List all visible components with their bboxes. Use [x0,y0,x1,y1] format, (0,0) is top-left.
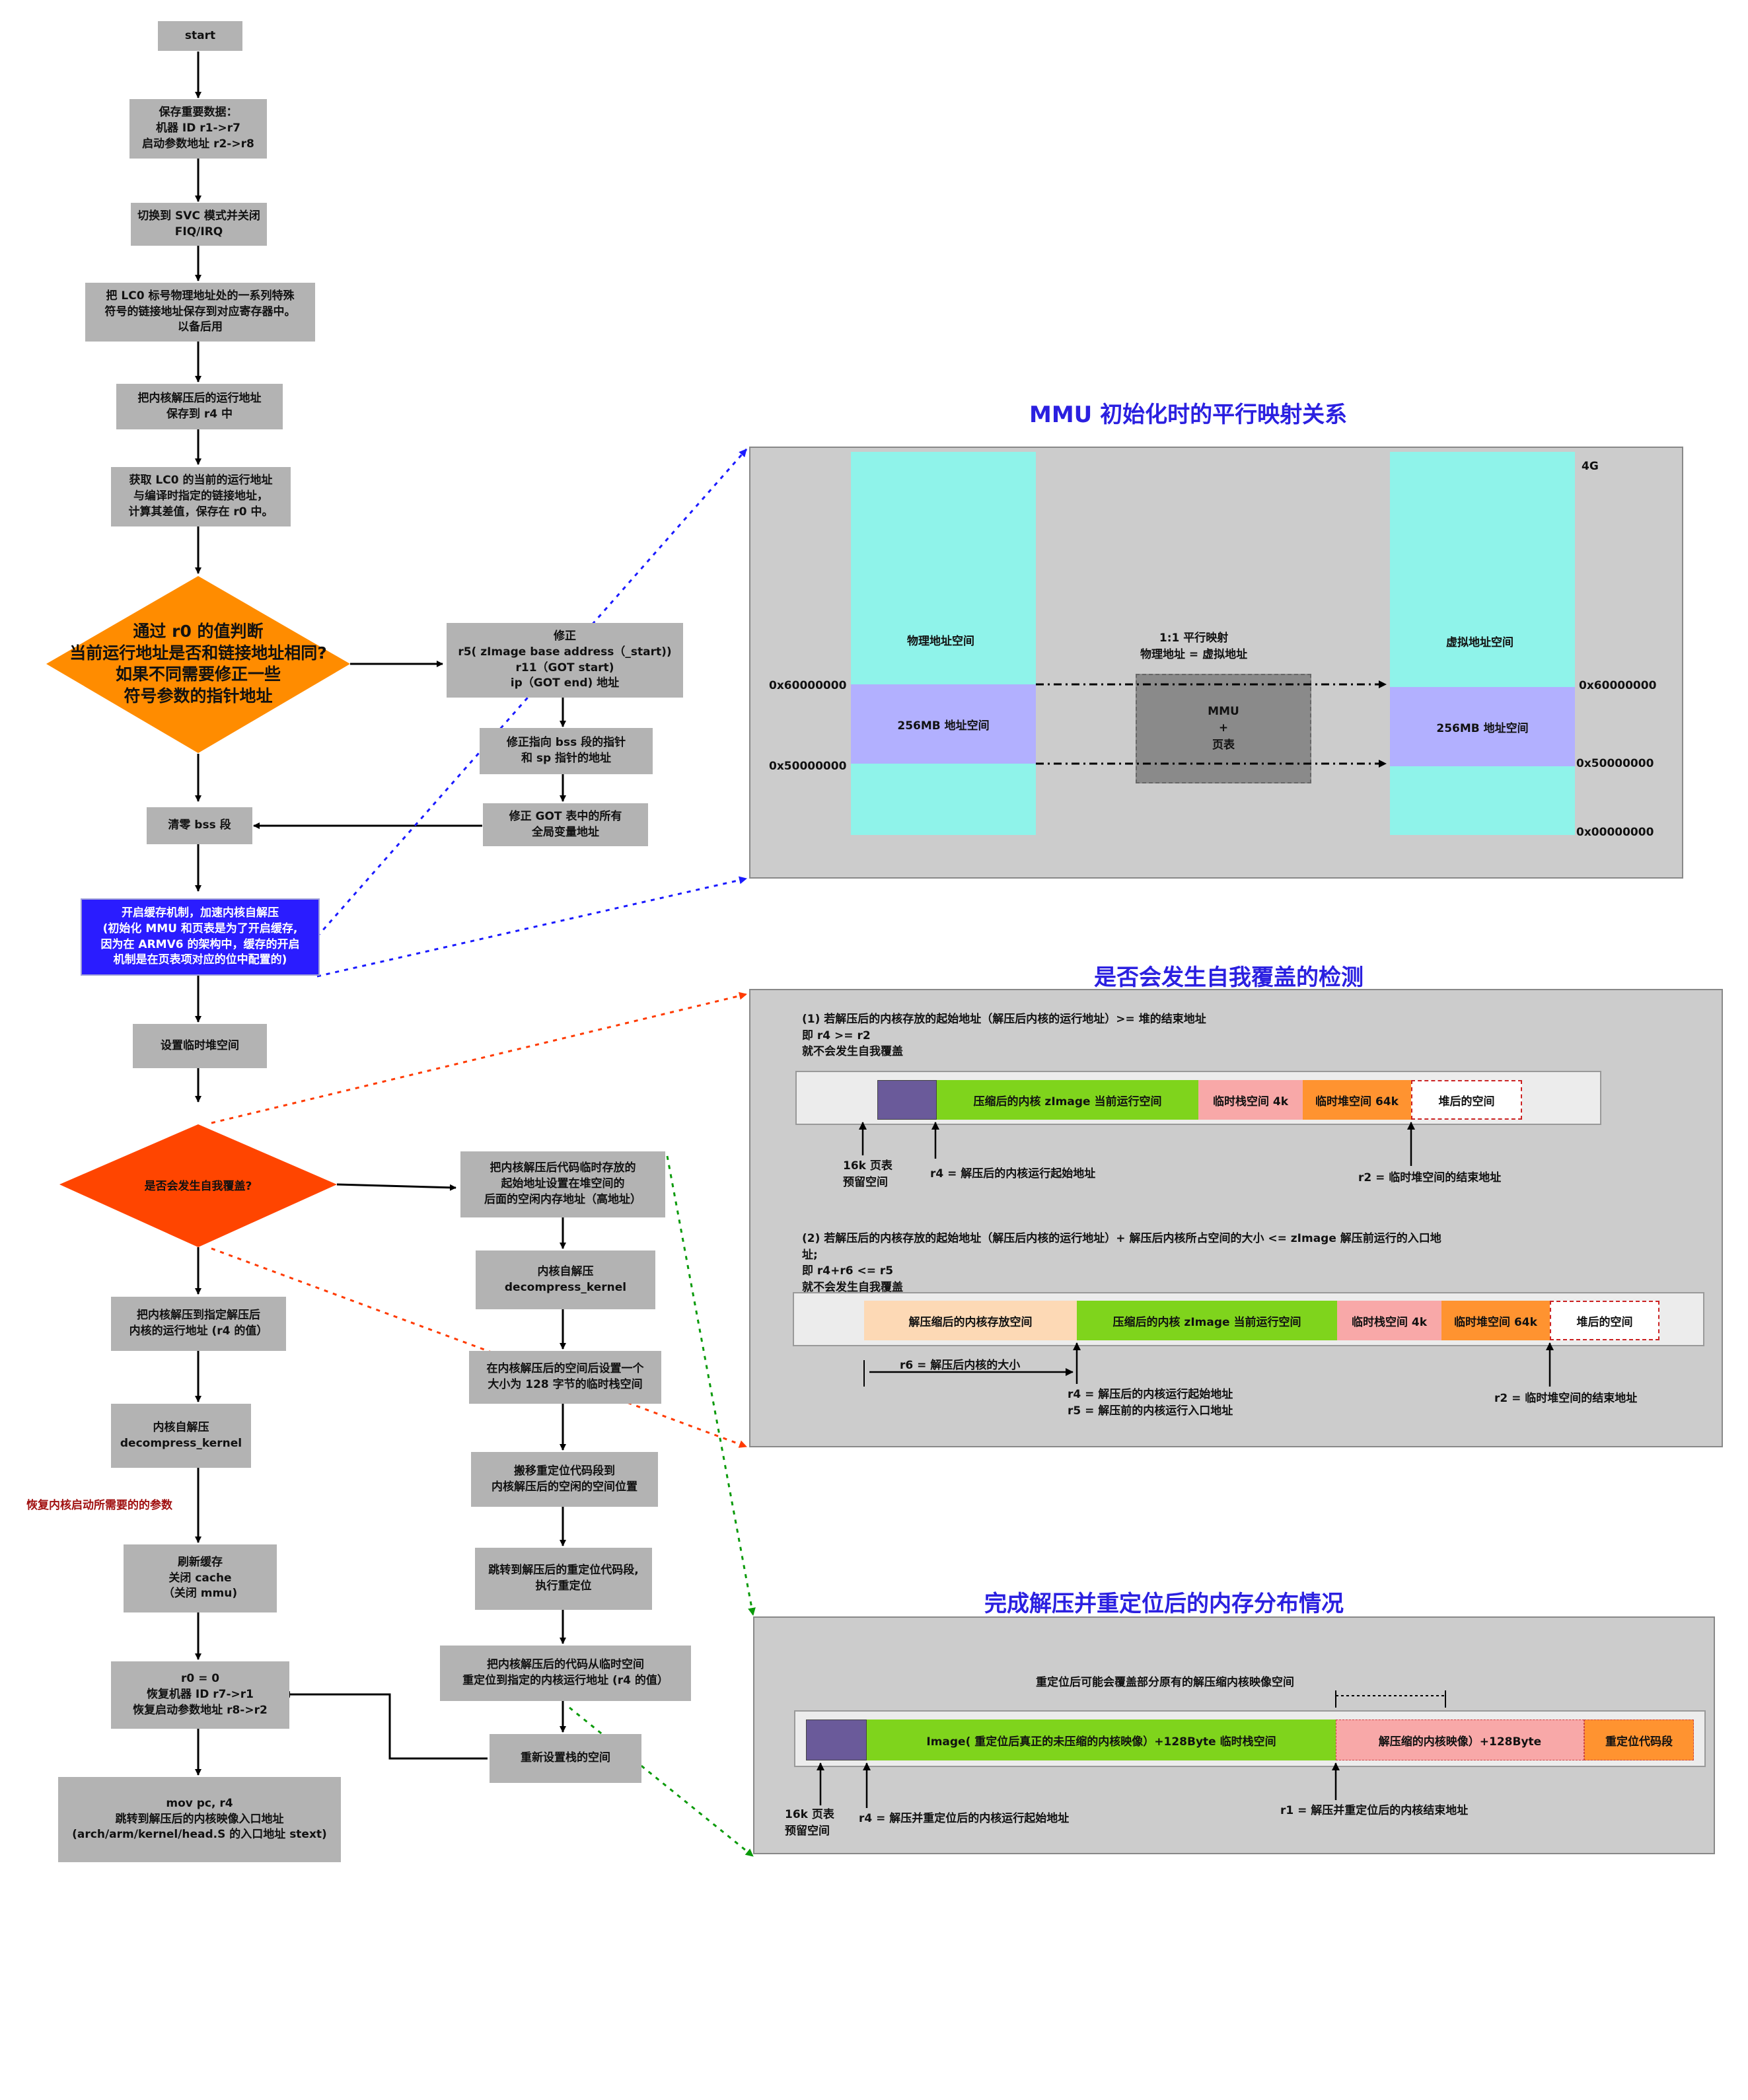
set-heap-node: 设置临时堆空间 [133,1024,267,1068]
flow-arrows [195,52,566,1776]
virtual-space-column [1390,452,1575,835]
overlap-panel-title: 是否会发生自我覆盖的检测 [1094,964,1364,991]
final-r1-label: r1 = 解压并重定位后的内核结束地址 [1280,1804,1469,1817]
reset-stack-node: 重新设置栈的空间 [490,1734,641,1783]
reloc-kernel-node: 把内核解压后的代码从临时空间 重定位到指定的内核运行地址 (r4 的值） [440,1646,691,1701]
restore-regs-node: r0 = 0 恢复机器 ID r7->r1 恢复启动参数地址 r8->r2 [111,1661,289,1729]
final-page-table-block [806,1720,867,1760]
case1-heap-band: 临时堆空间 64k [1303,1080,1411,1120]
r0-decision-diamond [46,576,350,753]
overlap-link-arrows [211,992,747,1448]
virtual-256mb-band: 256MB 地址空间 [1390,687,1575,766]
restore-params-note: 恢复内核启动所需要的的参数 [26,1499,172,1512]
final-image-band: Image( 重定位后真正的未压缩的内核映像）+128Byte 临时栈空间 [867,1720,1336,1760]
mapping-description: 1:1 平行映射 物理地址 = 虚拟地址 [1140,632,1248,661]
flush-cache-node: 刷新缓存 关闭 cache （关闭 mmu) [124,1544,277,1612]
mmu-pagetable-box: MMU + 页表 [1136,674,1311,783]
lc0-save-node: 把 LC0 标号物理地址处的一系列特殊 符号的链接地址保存到对应寄存器中。 以备… [85,283,315,342]
final-panel-title: 完成解压并重定位后的内存分布情况 [984,1591,1344,1617]
set-temp-addr-node: 把内核解压后代码临时存放的 起始地址设置在堆空间的 后面的空闲内存地址（高地址） [460,1151,665,1217]
case2-r6-label: r6 = 解压后内核的大小 [900,1359,1021,1372]
save-data-node: 保存重要数据： 机器 ID r1->r7 启动参数地址 r2->r8 [129,99,267,159]
start-node: start [158,21,242,51]
final-r4-label: r4 = 解压并重定位后的内核运行起始地址 [859,1812,1070,1825]
physical-space-label: 物理地址空间 [907,635,974,648]
final-reloc-band: 重定位代码段 [1584,1720,1694,1760]
case1-r4-label: r4 = 解压后的内核运行起始地址 [930,1167,1096,1180]
mmu-panel: 物理地址空间 虚拟地址空间 256MB 地址空间 256MB 地址空间 4G 0… [749,447,1683,879]
overlap-panel: (1) 若解压后的内核存放的起始地址（解压后内核的运行地址）>= 堆的结束地址 … [749,989,1723,1447]
jump-reloc-node: 跳转到解压后的重定位代码段, 执行重定位 [475,1548,652,1610]
jump-kernel-node: mov pc, r4 跳转到解压后的内核映像入口地址 (arch/arm/ker… [58,1777,341,1862]
case2-after-heap-band: 堆后的空间 [1550,1301,1659,1340]
overlap-decision-diamond [59,1124,337,1247]
final-layout-arrows [569,1155,756,1858]
left-addr-0x60000000: 0x60000000 [769,679,847,692]
decompress-left-node: 内核自解压 decompress_kernel [111,1404,251,1468]
svc-mode-node: 切换到 SVC 模式并关闭 FIQ/IRQ [131,203,267,246]
physical-space-column [851,452,1036,835]
final-pointer-arrows [817,1690,1446,1808]
fix-bss-sp-node: 修正指向 bss 段的指针 和 sp 指针的地址 [480,728,653,774]
case2-description: (2) 若解压后的内核存放的起始地址（解压后内核的运行地址）+ 解压后内核所占空… [802,1232,1441,1294]
fix-regs-node: 修正 r5( zImage base address（_start)) r11（… [447,623,683,698]
case2-compressed-band: 压缩后的内核 zImage 当前运行空间 [1077,1301,1337,1340]
fix-got-node: 修正 GOT 表中的所有 全局变量地址 [483,803,648,846]
case2-heap-band: 临时堆空间 64k [1441,1301,1550,1340]
case2-decompressed-band: 解压缩后的内核存放空间 [864,1301,1077,1340]
clear-bss-node: 清零 bss 段 [147,807,252,844]
right-addr-0x00000000: 0x00000000 [1576,826,1654,839]
final-page-label: 16k 页表 预留空间 [785,1808,834,1838]
right-addr-0x50000000: 0x50000000 [1576,757,1654,770]
overlap-decision-label: 是否会发生自我覆盖? [144,1179,252,1193]
label-4g: 4G [1582,460,1599,473]
r0-decision-label: 通过 r0 的值判断 当前运行地址是否和链接地址相同? 如果不同需要修正一些 符… [69,622,327,706]
virtual-space-label: 虚拟地址空间 [1446,636,1513,649]
case1-compressed-band: 压缩后的内核 zImage 当前运行空间 [937,1080,1198,1120]
left-addr-0x50000000: 0x50000000 [769,760,847,773]
case2-stack-band: 临时栈空间 4k [1337,1301,1441,1340]
set-stack-128-node: 在内核解压后的空间后设置一个 大小为 128 字节的临时栈空间 [469,1351,661,1404]
enable-cache-node: 开启缓存机制，加速内核自解压 (初始化 MMU 和页表是为了开启缓存, 因为在 … [81,898,320,976]
case1-page-label: 16k 页表 预留空间 [843,1159,892,1189]
mmu-panel-title: MMU 初始化时的平行映射关系 [1029,402,1348,428]
case1-page-table-block [877,1080,937,1120]
case1-description: (1) 若解压后的内核存放的起始地址（解压后内核的运行地址）>= 堆的结束地址 … [802,1013,1206,1059]
right-addr-0x60000000: 0x60000000 [1579,679,1657,692]
get-lc0-node: 获取 LC0 的当前的运行地址 与编译时指定的链接地址， 计算其差值，保存在 r… [111,467,291,526]
case1-after-heap-band: 堆后的空间 [1411,1080,1522,1120]
case1-stack-band: 临时栈空间 4k [1198,1080,1303,1120]
save-r4-node: 把内核解压后的运行地址 保存到 r4 中 [116,384,283,429]
physical-256mb-band: 256MB 地址空间 [851,684,1036,764]
move-reloc-node: 搬移重定位代码段到 内核解压后的空闲的空间位置 [471,1452,658,1507]
overlap-pointer-arrows [859,1122,1554,1387]
overwrite-note: 重定位后可能会覆盖部分原有的解压缩内核映像空间 [1036,1676,1294,1689]
mapping-arrows [1036,680,1387,768]
final-layout-panel: 重定位后可能会覆盖部分原有的解压缩内核映像空间 Image( 重定位后真正的未压… [753,1616,1715,1854]
decompress-to-r4-node: 把内核解压到指定解压后 内核的运行地址 (r4 的值） [111,1297,286,1351]
mmu-link-arrows [316,449,748,978]
final-decompressed-band: 解压缩的内核映像）+128Byte [1336,1720,1584,1760]
case2-r2-label: r2 = 临时堆空间的结束地址 [1494,1392,1638,1405]
case2-r4-r5-label: r4 = 解压后的内核运行起始地址 r5 = 解压前的内核运行入口地址 [1068,1388,1233,1418]
case1-r2-label: r2 = 临时堆空间的结束地址 [1358,1171,1502,1184]
decompress-right-node: 内核自解压 decompress_kernel [476,1250,655,1309]
